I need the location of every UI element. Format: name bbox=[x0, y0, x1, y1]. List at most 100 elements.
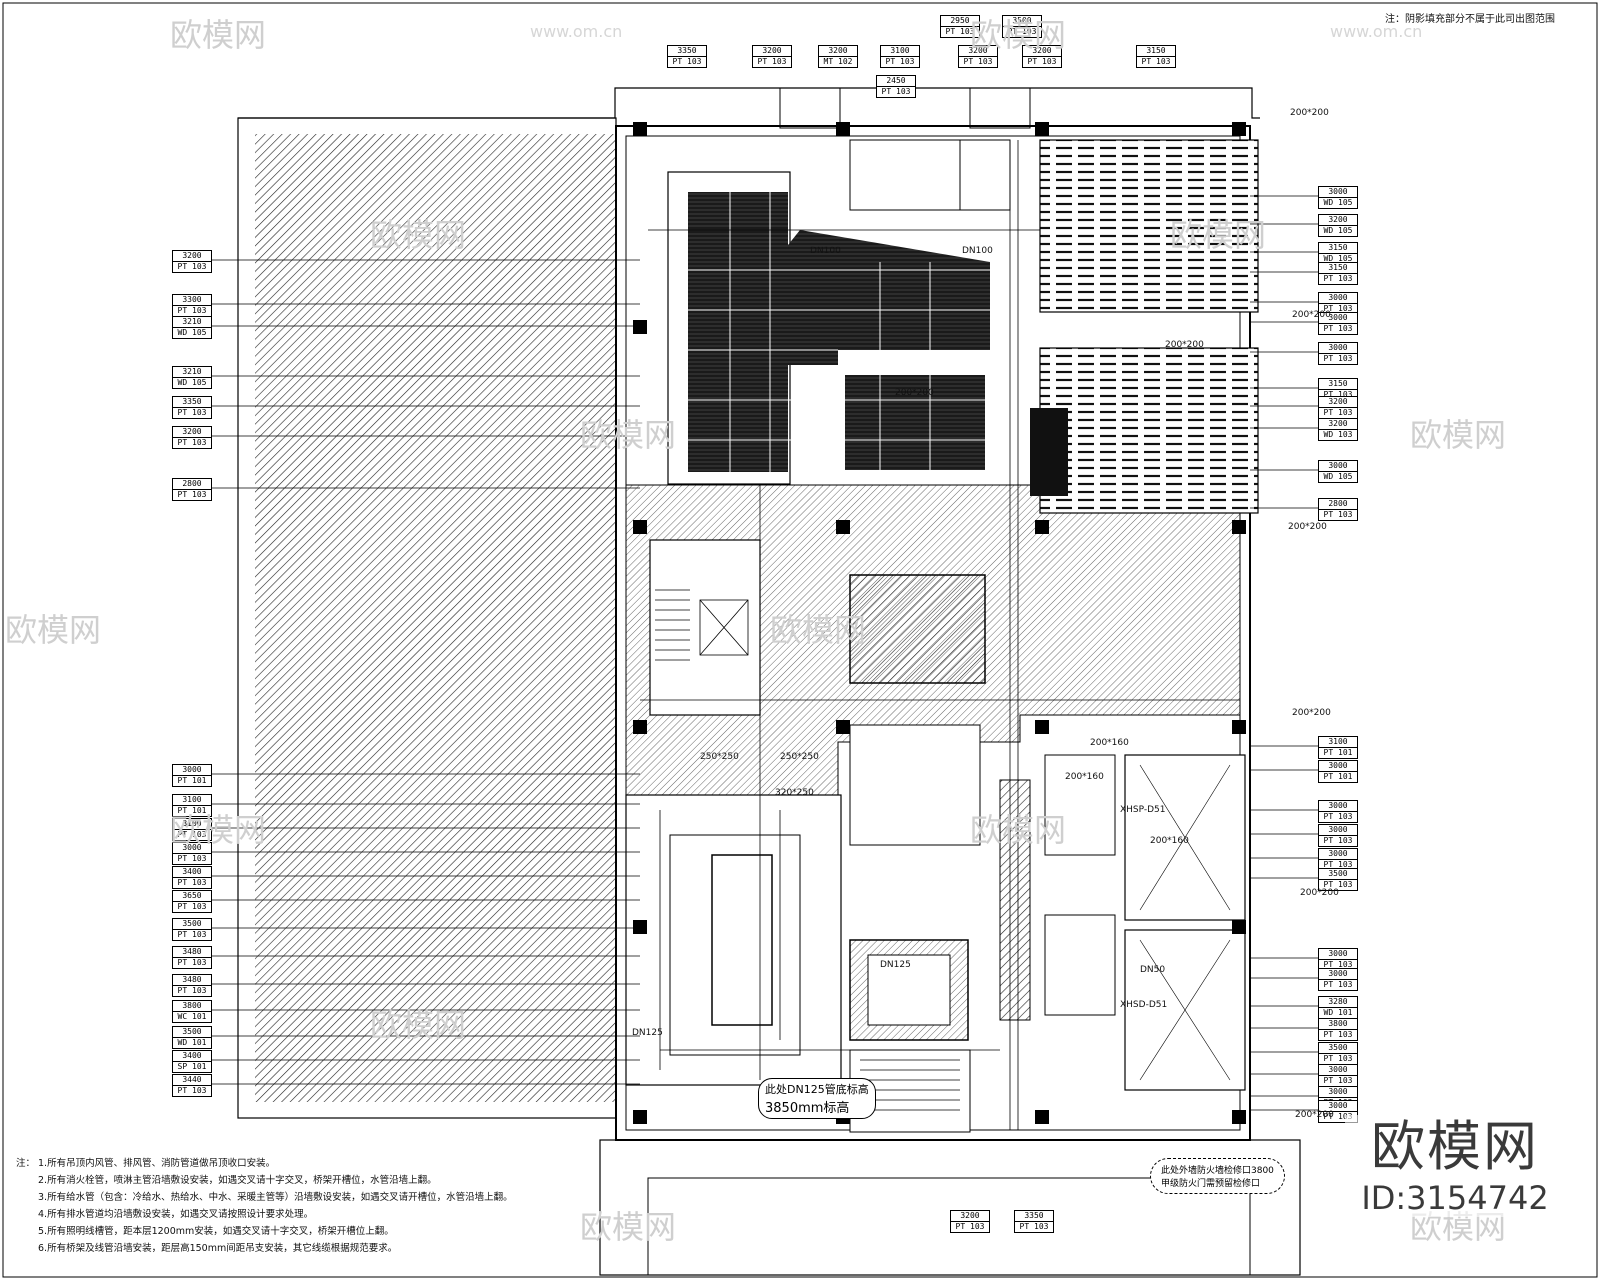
elev-code: PT 103 bbox=[1323, 408, 1353, 417]
bath-block-3 bbox=[849, 724, 981, 846]
elev-height: 3480 bbox=[173, 975, 211, 986]
elev-height: 3000 bbox=[1319, 187, 1357, 198]
mid-dark-ceiling bbox=[845, 375, 985, 470]
duct-riser bbox=[999, 779, 1031, 1021]
elev-code: WD 105 bbox=[1323, 254, 1353, 263]
elev-code: PT 103 bbox=[1323, 812, 1353, 821]
elev-code: PT 103 bbox=[177, 262, 207, 271]
elev-height: 3150 bbox=[1319, 379, 1357, 390]
note-item: 2.所有消火栓管，喷淋主管沿墙敷设安装，如遇交叉请十字交叉，桥架开槽位，水管沿墙… bbox=[38, 1175, 437, 1186]
top-bays bbox=[779, 87, 1031, 211]
elev-height: 2450 bbox=[877, 76, 915, 87]
elev-height: 3350 bbox=[173, 397, 211, 408]
elev-code: PT 103 bbox=[177, 408, 207, 417]
cloud-line-2: 甲级防火门需预留检修口 bbox=[1161, 1179, 1261, 1189]
elev-code: PT 103 bbox=[1007, 27, 1037, 36]
elev-code: PT 103 bbox=[881, 87, 911, 96]
elev-height: 2800 bbox=[1319, 499, 1357, 510]
elev-height: 3200 bbox=[1319, 397, 1357, 408]
elev-height: 3200 bbox=[173, 251, 211, 262]
elev-code: PT 103 bbox=[1323, 510, 1353, 519]
elev-height: 3280 bbox=[1319, 997, 1357, 1008]
duct-label: 250*250 bbox=[700, 752, 739, 762]
elev-height: 3200 bbox=[959, 46, 997, 57]
duct-label: XHSD-D51 bbox=[1120, 1000, 1168, 1010]
note-item: 3.所有给水管（包含：冷给水、热给水、中水、采暖主管等）沿墙敷设安装，如遇交叉请… bbox=[38, 1192, 513, 1203]
note-item: 6.所有桥架及线管沿墙安装，距层高150mm间距吊支安装，其它线缆根据规范要求。 bbox=[38, 1243, 398, 1254]
elev-height: 3800 bbox=[173, 1001, 211, 1012]
elev-code: WD 105 bbox=[177, 378, 207, 387]
elev-height: 3000 bbox=[1319, 801, 1357, 812]
elev-code: PT 103 bbox=[885, 57, 915, 66]
elev-code: PT 103 bbox=[945, 27, 975, 36]
duct-label: DN100 bbox=[810, 246, 841, 256]
elev-code: PT 103 bbox=[177, 930, 207, 939]
bath-block-1 bbox=[1044, 754, 1116, 856]
left-hatched-zone bbox=[255, 134, 615, 1102]
elev-height: 3500 bbox=[173, 919, 211, 930]
elev-height: 3350 bbox=[668, 46, 706, 57]
elev-code: PT 101 bbox=[1323, 772, 1353, 781]
notes-title: 注： bbox=[16, 1158, 36, 1169]
stair-core-left bbox=[649, 539, 761, 716]
elev-code: PT 103 bbox=[1323, 304, 1353, 313]
elev-height: 3000 bbox=[1319, 969, 1357, 980]
duct-label: 200*200 bbox=[1292, 708, 1331, 718]
elev-code: PT 103 bbox=[177, 902, 207, 911]
elev-height: 3400 bbox=[173, 1051, 211, 1062]
elev-code: PT 103 bbox=[1323, 1030, 1353, 1039]
elev-height: 3000 bbox=[1319, 1087, 1357, 1098]
elev-height: 3800 bbox=[1319, 1019, 1357, 1030]
elev-height: 3500 bbox=[1003, 16, 1041, 27]
elev-code: PT 103 bbox=[177, 854, 207, 863]
elev-height: 3200 bbox=[173, 427, 211, 438]
elev-height: 3440 bbox=[173, 1075, 211, 1086]
lower-left-inner bbox=[669, 834, 801, 1056]
elev-height: 3150 bbox=[1319, 263, 1357, 274]
general-notes: 注： 1.所有吊顶内风管、排风管、消防管道做吊顶收口安装。 2.所有消火栓管，喷… bbox=[16, 1155, 616, 1257]
duct-label: XHSP-D51 bbox=[1120, 805, 1166, 815]
elev-code: WD 101 bbox=[1323, 1008, 1353, 1017]
note-item: 5.所有照明线槽管，距本层1200mm安装，如遇交叉请十字交叉，桥架开槽位上翻。 bbox=[38, 1226, 394, 1237]
duct-label: 200*200 bbox=[1292, 310, 1331, 320]
elev-code: WD 105 bbox=[1323, 198, 1353, 207]
elev-height: 3000 bbox=[1319, 761, 1357, 772]
brand-logo-text: 欧模网 bbox=[1371, 1115, 1539, 1178]
elev-code: PT 103 bbox=[177, 986, 207, 995]
elev-code: PT 103 bbox=[177, 438, 207, 447]
elev-code: PT 103 bbox=[1323, 960, 1353, 969]
elev-height: 3100 bbox=[173, 795, 211, 806]
elev-code: WD 105 bbox=[1323, 226, 1353, 235]
elev-height: 3480 bbox=[173, 947, 211, 958]
duct-label: DN125 bbox=[632, 1028, 663, 1038]
elev-code: PT 103 bbox=[1019, 1222, 1049, 1231]
callout-line-1: 此处DN125管底标高 bbox=[765, 1083, 869, 1096]
elev-code: PT 101 bbox=[177, 806, 207, 815]
elev-code: PT 103 bbox=[757, 57, 787, 66]
elev-height: 3200 bbox=[1319, 419, 1357, 430]
duct-label: 200*200 bbox=[1295, 1110, 1334, 1120]
